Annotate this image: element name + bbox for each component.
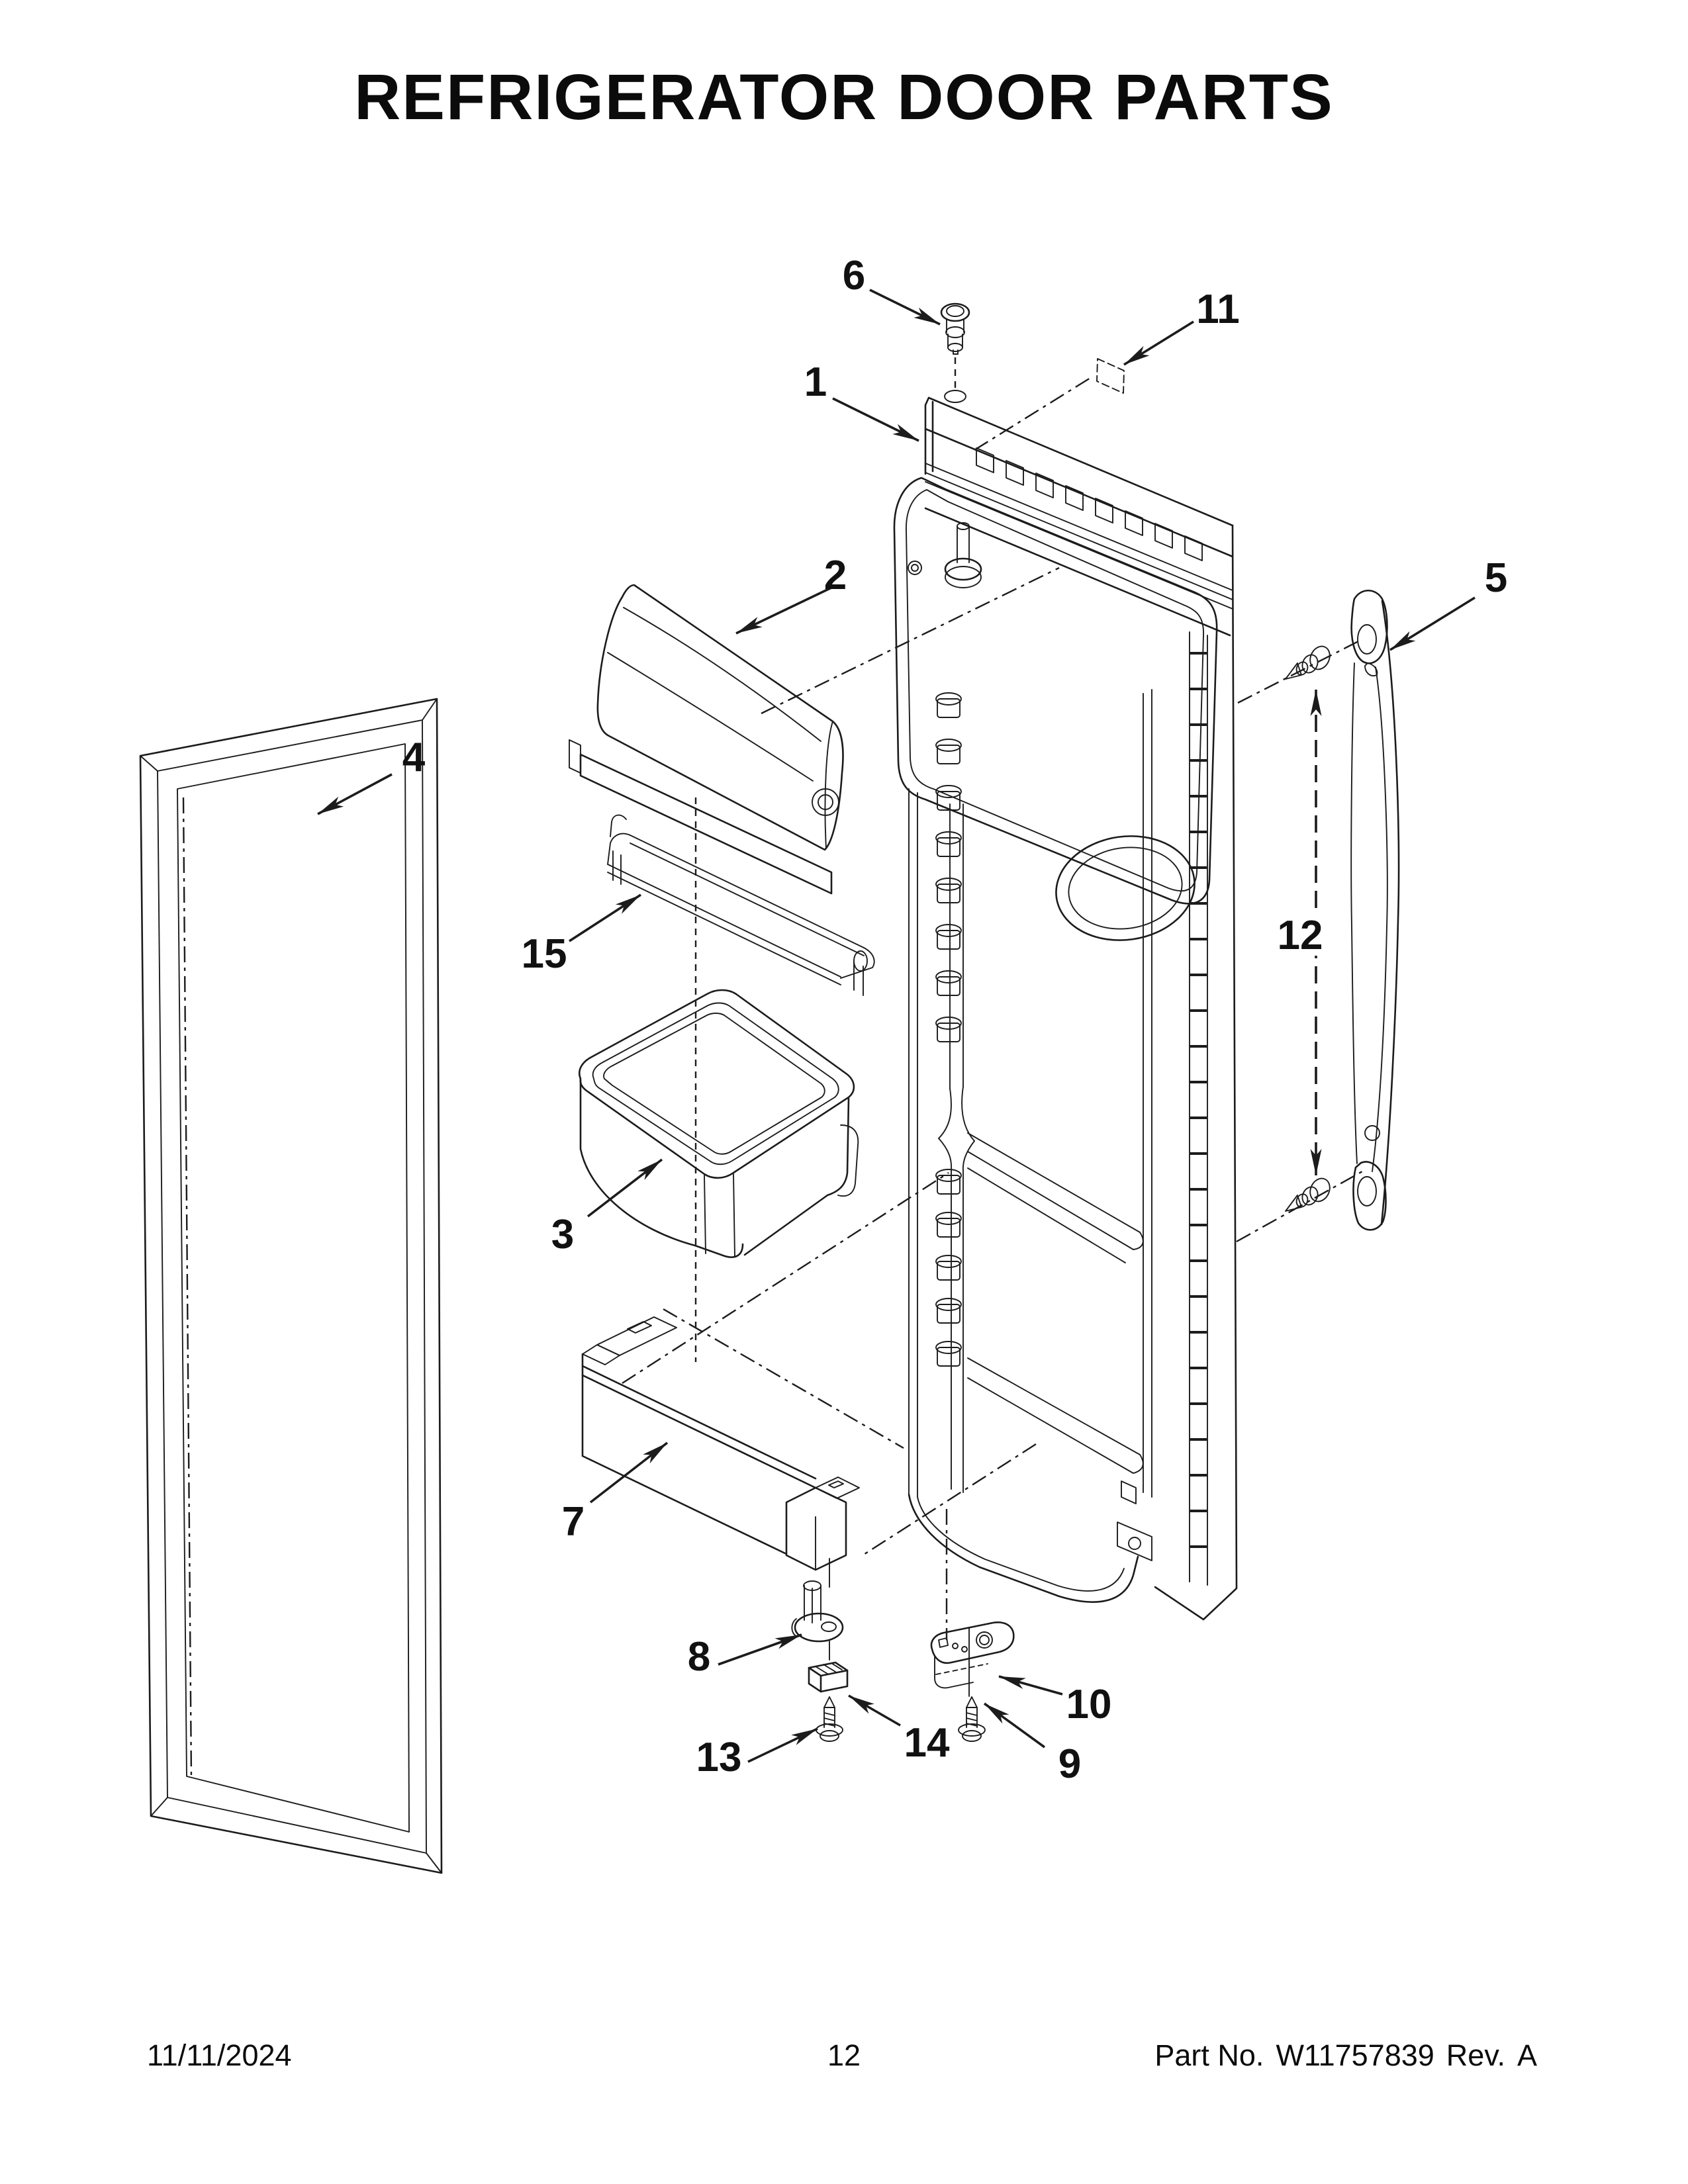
recess-cup	[1055, 835, 1196, 941]
handle-recess	[893, 477, 1218, 905]
callout-1-arrow	[832, 397, 919, 442]
callout-8-arrow	[718, 1633, 802, 1666]
shim-clip	[808, 1661, 849, 1693]
screw-13	[816, 1696, 843, 1742]
callout-15-arrow	[569, 893, 641, 942]
footer-part-number: W11757839	[1276, 2038, 1434, 2072]
screw-9	[958, 1696, 986, 1742]
door-bin	[578, 989, 859, 1258]
handle-screws	[1275, 645, 1331, 1212]
callout-2-label: 2	[824, 553, 847, 598]
footer-date: 11/11/2024	[147, 2038, 292, 2072]
footer-rev-value: A	[1517, 2038, 1537, 2072]
hinge-pin	[791, 1580, 844, 1643]
callout-2-arrow	[735, 586, 832, 635]
callout-9-arrow	[983, 1702, 1046, 1749]
nameplate	[1096, 358, 1125, 394]
callout-14-arrow	[848, 1694, 901, 1727]
door-gasket	[139, 698, 443, 1874]
callout-8-label: 8	[688, 1634, 710, 1680]
callout-5-arrow	[1389, 596, 1476, 651]
footer-part-label: Part No.	[1154, 2038, 1264, 2072]
footer-part-info: Part No. W11757839 Rev. A	[1154, 2038, 1537, 2073]
footer-page-number: 12	[827, 2038, 861, 2072]
shelf-studs	[935, 692, 962, 1367]
callout-11-arrow	[1123, 320, 1194, 366]
callout-13-arrow	[747, 1727, 818, 1763]
hinge-bracket	[930, 1621, 1015, 1689]
bin-base-rail	[579, 753, 833, 895]
callout-10-arrow	[998, 1675, 1063, 1696]
callout-7-label: 7	[562, 1499, 585, 1545]
callout-11-label: 11	[1196, 287, 1240, 332]
callout-6-label: 6	[843, 253, 865, 298]
top-hinge-hole	[944, 390, 966, 403]
callout-10-label: 10	[1066, 1682, 1112, 1727]
callout-5-label: 5	[1485, 555, 1507, 601]
assembly-centerlines	[622, 357, 1363, 1697]
callout-13-label: 13	[696, 1735, 742, 1780]
callout-14-label: 14	[904, 1720, 950, 1766]
callout-3-label: 3	[551, 1212, 574, 1257]
callout-6-arrow	[869, 289, 941, 326]
upper-hinge-cam	[908, 522, 982, 588]
wire-retainer	[607, 814, 875, 996]
page-title: REFRIGERATOR DOOR PARTS	[354, 61, 1334, 133]
bin-knob	[812, 788, 839, 816]
callout-12-label: 12	[1278, 913, 1323, 958]
callout-4-label: 4	[402, 735, 426, 780]
door-liner	[893, 390, 1238, 1621]
callout-labels: 1 2 3 4 5 6 7 8 9 10 11 12 13 14 15	[402, 253, 1507, 1787]
lower-shelf-rail	[581, 1316, 860, 1571]
handle-screw-bottom	[1285, 1177, 1331, 1212]
callout-4-arrow	[317, 773, 393, 815]
callout-9-label: 9	[1058, 1741, 1081, 1787]
callout-7-arrow	[589, 1441, 669, 1504]
callout-15-label: 15	[522, 931, 567, 977]
callout-1-label: 1	[804, 359, 827, 405]
callout-arrows	[317, 289, 1476, 1763]
door-handle	[1350, 589, 1400, 1231]
page-footer: 11/11/2024 12 Part No. W11757839 Rev. A	[0, 2038, 1688, 2078]
covered-bin	[569, 584, 844, 895]
bin-tab	[837, 1124, 859, 1197]
callout-3-arrow	[586, 1158, 663, 1218]
top-hinge-plug	[940, 302, 970, 355]
bottom-hinge-boss	[1117, 1480, 1152, 1561]
top-rail-slots	[976, 447, 1203, 561]
handle-screw-top	[1285, 645, 1331, 680]
footer-rev-label: Rev.	[1446, 2038, 1505, 2072]
